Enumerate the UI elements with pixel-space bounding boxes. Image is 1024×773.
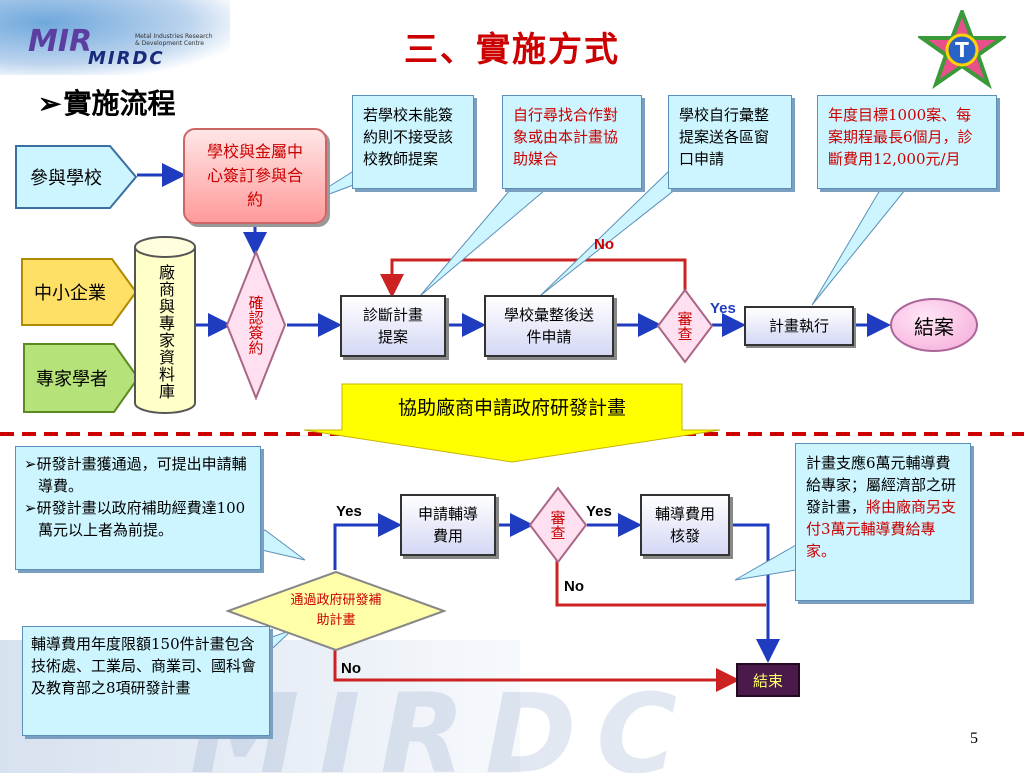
database-cylinder: [134, 236, 196, 414]
apply-fee-label: 申請輔導費用: [417, 505, 478, 545]
page-number: 5: [970, 730, 978, 747]
plan-execute-node: 計畫執行: [744, 306, 854, 346]
bottom-no-label-1: No: [564, 578, 584, 595]
close-case-node: 結案: [890, 298, 978, 352]
section-subtitle: ➢實施流程: [38, 82, 175, 122]
plan-execute-label: 計畫執行: [768, 317, 829, 335]
apply-fee-node: 申請輔導費用: [400, 494, 496, 556]
sme-node: 中小企業: [34, 283, 106, 304]
bottom-no-label-2: No: [341, 660, 361, 677]
top-yes-label: Yes: [710, 300, 736, 317]
experts-shape: [23, 343, 140, 413]
diagnosis-proposal-node: 診斷計畫提案: [340, 295, 446, 357]
diagnosis-proposal-label: 診斷計畫提案: [362, 306, 423, 346]
logo-mark: MIR: [28, 24, 93, 59]
subtitle-text: 實施流程: [63, 87, 176, 120]
database-label: 廠商與專家資料庫: [156, 264, 175, 400]
close-case-label: 結案: [914, 314, 954, 339]
page-title: 三、實施方式: [404, 30, 620, 70]
experts-node: 專家學者: [36, 369, 108, 390]
school-compile-label: 學校彙整後送件申請: [503, 306, 594, 346]
sign-contract-node: 學校與金屬中心簽訂參與合約: [183, 128, 327, 224]
info-line-2: ➢研發計畫以政府補助經費達100萬元以上者為前提。: [24, 499, 246, 539]
logo: MIR MIRDC Metal Industries Research & De…: [0, 0, 230, 75]
participant-school-node: 參與學校: [30, 168, 102, 189]
bullet-arrow-icon: ➢: [38, 87, 62, 120]
gov-subsidy-label: 通過政府研發補助計畫: [290, 593, 382, 628]
review-diamond-bottom: [528, 486, 588, 564]
review-label-bottom: 審查: [548, 510, 567, 540]
confirm-sign-label: 確認簽約: [246, 295, 265, 355]
sme-shape: [21, 258, 138, 326]
banner-label: 協助廠商申請政府研發計畫: [397, 396, 626, 419]
star-logo-icon: T: [918, 10, 1006, 90]
school-compile-node: 學校彙整後送件申請: [484, 295, 614, 357]
logo-brand: MIRDC: [88, 48, 165, 69]
callout-annual-target: 年度目標1000案、每案期程最長6個月，診斷費用12,000元/月: [817, 95, 997, 189]
sign-contract-label: 學校與金屬中心簽訂參與合約: [206, 142, 303, 209]
bottom-yes-label-2: Yes: [586, 503, 612, 520]
bottom-yes-label-1: Yes: [336, 503, 362, 520]
review-label-top: 審查: [675, 311, 694, 341]
approve-fee-node: 輔導費用核發: [640, 494, 730, 556]
banner-arrow: [303, 383, 721, 463]
bottom-end-node: 結束: [736, 663, 800, 697]
info-expert-fee: 計畫支應6萬元輔導費給專家；屬經濟部之研發計畫，將由廠商另支付3萬元輔導費給專家…: [795, 443, 971, 601]
info-approval-condition: ➢研發計畫獲通過，可提出申請輔導費。 ➢研發計畫以政府補助經費達100萬元以上者…: [15, 446, 261, 570]
top-no-label: No: [594, 236, 614, 253]
svg-text:T: T: [955, 38, 969, 62]
info-expert-fee-red: 將由廠商另支付3萬元輔導費給專家。: [806, 498, 957, 560]
callout-school-compile: 學校自行彙整提案送各區窗口申請: [668, 95, 792, 189]
approve-fee-label: 輔導費用核發: [654, 505, 715, 545]
info-line-1: ➢研發計畫獲通過，可提出申請輔導費。: [24, 455, 247, 495]
gov-subsidy-diamond: [226, 570, 446, 652]
confirm-sign-diamond: [225, 250, 287, 400]
bottom-end-label: 結束: [752, 671, 783, 690]
info-expert-fee-black: 計畫支應6萬元輔導費給專家；屬經濟部之研發計畫，: [806, 454, 957, 516]
review-diamond-top: [656, 288, 714, 364]
participant-school-shape: [15, 145, 138, 209]
callout-find-partner: 自行尋找合作對象或由本計畫協助媒合: [502, 95, 642, 189]
callout-unsigned-school: 若學校未能簽約則不接受該校教師提案: [352, 95, 474, 189]
logo-tagline: Metal Industries Research & Development …: [135, 33, 213, 47]
info-annual-limit: 輔導費用年度限額150件計畫包含技術處、工業局、商業司、國科會及教育部之8項研發…: [22, 626, 270, 736]
watermark-text: MIRDC: [190, 670, 698, 773]
